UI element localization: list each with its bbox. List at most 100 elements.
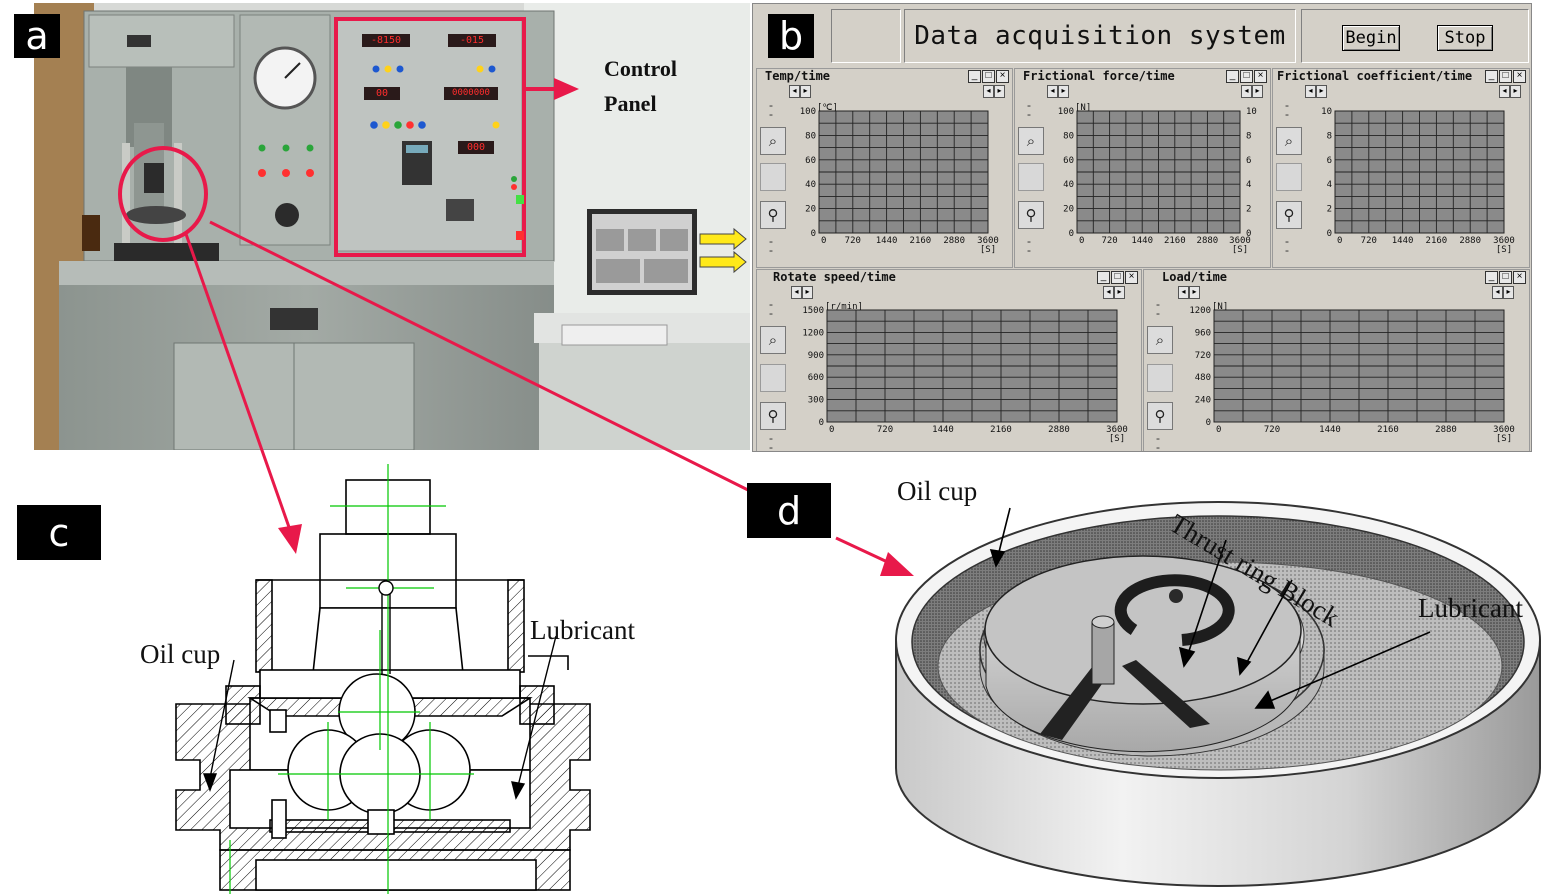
lubricant-label-d: Lubricant: [1418, 593, 1523, 623]
y-tick-label: 0: [1069, 229, 1074, 239]
vertical-spin-icon[interactable]: --: [1156, 297, 1160, 320]
horizontal-scroll-arrows[interactable]: ◂▸: [1178, 286, 1200, 299]
close-button[interactable]: ×: [1125, 271, 1138, 284]
horizontal-scroll-arrows[interactable]: ◂▸: [1241, 85, 1263, 98]
scroll-left-icon[interactable]: ◂: [983, 85, 994, 98]
scroll-right-icon[interactable]: ▸: [1316, 85, 1327, 98]
vertical-spin-icon[interactable]: --: [1027, 234, 1031, 257]
horizontal-scroll-arrows[interactable]: ◂▸: [983, 85, 1005, 98]
zoom-out-magnifier-icon[interactable]: ⚲: [1018, 201, 1044, 229]
y-tick-label-right: 10: [1246, 107, 1257, 117]
zoom-magnifier-icon[interactable]: ⌕: [1276, 127, 1302, 155]
scroll-left-icon[interactable]: ◂: [1492, 286, 1503, 299]
y-tick-label-right: 2: [1246, 205, 1251, 215]
vertical-spin-icon[interactable]: --: [769, 297, 773, 320]
vertical-spin-icon[interactable]: --: [769, 98, 773, 121]
blank-tool-button[interactable]: [760, 163, 786, 191]
chart-toolbar: -- ⌕ ⚲ --: [760, 97, 786, 262]
scroll-right-icon[interactable]: ▸: [1058, 85, 1069, 98]
x-unit-label: [S]: [1496, 245, 1512, 255]
x-tick-label: 2880: [1435, 425, 1457, 435]
scroll-right-icon[interactable]: ▸: [1252, 85, 1263, 98]
maximize-button[interactable]: □: [982, 70, 995, 83]
horizontal-scroll-arrows[interactable]: ◂▸: [789, 85, 811, 98]
vertical-spin-icon[interactable]: --: [769, 234, 773, 257]
horizontal-scroll-arrows[interactable]: ◂▸: [1103, 286, 1125, 299]
oil-cup-label-c: Oil cup: [140, 639, 221, 669]
scroll-left-icon[interactable]: ◂: [1047, 85, 1058, 98]
maximize-button[interactable]: □: [1499, 70, 1512, 83]
maximize-button[interactable]: □: [1499, 271, 1512, 284]
zoom-out-magnifier-icon[interactable]: ⚲: [1276, 201, 1302, 229]
zoom-magnifier-icon[interactable]: ⌕: [760, 127, 786, 155]
y-tick-label: 100: [800, 107, 816, 117]
horizontal-scroll-arrows[interactable]: ◂▸: [1047, 85, 1069, 98]
maximize-button[interactable]: □: [1240, 70, 1253, 83]
vertical-spin-icon[interactable]: --: [1285, 234, 1289, 257]
minimize-button[interactable]: _: [1485, 271, 1498, 284]
vertical-spin-icon[interactable]: --: [1156, 431, 1160, 452]
display-readout: -015: [448, 34, 496, 47]
zoom-magnifier-icon[interactable]: ⌕: [1147, 326, 1173, 354]
maximize-button[interactable]: □: [1111, 271, 1124, 284]
y-tick-label: 300: [808, 396, 824, 406]
chart-window-rotate-speed: Rotate speed/time _ □ × ◂▸ ◂▸ -- ⌕ ⚲ -- …: [756, 269, 1142, 452]
horizontal-scroll-arrows[interactable]: ◂▸: [791, 286, 813, 299]
blank-tool-button[interactable]: [1018, 163, 1044, 191]
minimize-button[interactable]: _: [1097, 271, 1110, 284]
minimize-button[interactable]: _: [1226, 70, 1239, 83]
scroll-right-icon[interactable]: ▸: [800, 85, 811, 98]
minimize-button[interactable]: _: [1485, 70, 1498, 83]
horizontal-scroll-arrows[interactable]: ◂▸: [1492, 286, 1514, 299]
scroll-right-icon[interactable]: ▸: [994, 85, 1005, 98]
x-tick-label: 2160: [1426, 236, 1448, 246]
y-tick-label: 80: [805, 131, 816, 141]
zoom-magnifier-icon[interactable]: ⌕: [760, 326, 786, 354]
horizontal-scroll-arrows[interactable]: ◂▸: [1305, 85, 1327, 98]
scroll-right-icon[interactable]: ▸: [802, 286, 813, 299]
y-tick-label: 40: [805, 180, 816, 190]
y-tick-label: 0: [1327, 229, 1332, 239]
scroll-right-icon[interactable]: ▸: [1114, 286, 1125, 299]
scroll-left-icon[interactable]: ◂: [1103, 286, 1114, 299]
control-panel-callout-line2: Panel: [604, 91, 657, 116]
y-tick-label: 6: [1327, 156, 1332, 166]
y-tick-label: 8: [1327, 131, 1332, 141]
zoom-out-magnifier-icon[interactable]: ⚲: [760, 402, 786, 430]
scroll-right-icon[interactable]: ▸: [1189, 286, 1200, 299]
y-tick-label: 240: [1195, 396, 1211, 406]
stop-button[interactable]: Stop: [1437, 25, 1493, 51]
zoom-out-magnifier-icon[interactable]: ⚲: [1147, 402, 1173, 430]
y-tick-label: 60: [1063, 156, 1074, 166]
scroll-right-icon[interactable]: ▸: [1503, 286, 1514, 299]
vertical-spin-icon[interactable]: --: [1285, 98, 1289, 121]
blank-tool-button[interactable]: [760, 364, 786, 392]
display-readout: 00: [364, 87, 400, 100]
scroll-left-icon[interactable]: ◂: [1178, 286, 1189, 299]
horizontal-scroll-arrows[interactable]: ◂▸: [1499, 85, 1521, 98]
zoom-magnifier-icon[interactable]: ⌕: [1018, 127, 1044, 155]
toolbar-left-field: [831, 9, 901, 63]
zoom-out-magnifier-icon[interactable]: ⚲: [760, 201, 786, 229]
y-tick-label: 10: [1321, 107, 1332, 117]
close-button[interactable]: ×: [1254, 70, 1267, 83]
blank-tool-button[interactable]: [1276, 163, 1302, 191]
begin-button[interactable]: Begin: [1342, 25, 1400, 51]
close-button[interactable]: ×: [1513, 70, 1526, 83]
close-button[interactable]: ×: [996, 70, 1009, 83]
minimize-button[interactable]: _: [968, 70, 981, 83]
scroll-left-icon[interactable]: ◂: [1499, 85, 1510, 98]
close-button[interactable]: ×: [1513, 271, 1526, 284]
scroll-left-icon[interactable]: ◂: [789, 85, 800, 98]
scroll-right-icon[interactable]: ▸: [1510, 85, 1521, 98]
x-tick-label: 3600: [1106, 425, 1128, 435]
toolbar: Data acquisition system Begin Stop: [753, 4, 1531, 66]
vertical-spin-icon[interactable]: --: [769, 431, 773, 452]
display-readout: 000: [458, 141, 494, 154]
scroll-left-icon[interactable]: ◂: [791, 286, 802, 299]
x-tick-label: 720: [1361, 236, 1377, 246]
blank-tool-button[interactable]: [1147, 364, 1173, 392]
scroll-left-icon[interactable]: ◂: [1241, 85, 1252, 98]
vertical-spin-icon[interactable]: --: [1027, 98, 1031, 121]
scroll-left-icon[interactable]: ◂: [1305, 85, 1316, 98]
